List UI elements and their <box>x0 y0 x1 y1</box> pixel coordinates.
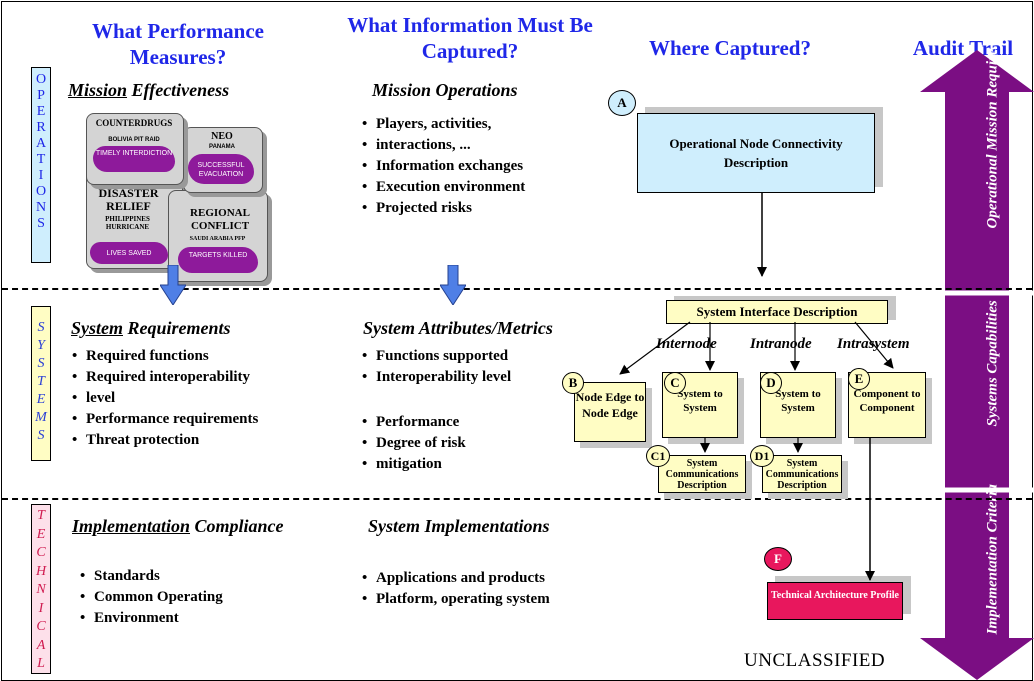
system-implementations-title: System Implementations <box>368 516 550 536</box>
system-attributes-item: mitigation <box>360 454 466 475</box>
mission-operations-list: Players, activities, interactions, ... I… <box>360 114 525 219</box>
neo-sub: PANAMA <box>209 144 235 150</box>
header-information-captured: What Information Must Be Captured? <box>347 13 593 63</box>
node-a-box: Operational Node Connectivity Descriptio… <box>637 113 875 193</box>
system-requirements-item: level <box>70 388 258 409</box>
counterdrugs-sub: BOLIVIA PIT RAID <box>108 137 160 143</box>
regional-result: TARGETS KILLED <box>178 247 258 273</box>
system-attributes-item: Performance <box>360 412 466 433</box>
implementation-compliance-list: Standards Common Operating Environment <box>78 566 223 629</box>
mission-effectiveness-title: Mission Effectiveness <box>68 80 230 100</box>
classification-label: UNCLASSIFIED <box>744 650 886 671</box>
system-implementations-item: Platform, operating system <box>360 589 550 610</box>
mission-operations-title: Mission Operations <box>372 80 518 100</box>
system-attributes-item: Degree of risk <box>360 433 466 454</box>
system-requirements-item: Required functions <box>70 346 258 367</box>
mission-operations-item: Execution environment <box>360 177 525 198</box>
node-c-badge: C <box>664 372 686 394</box>
system-requirements-item: Threat protection <box>70 430 258 451</box>
implementation-compliance-item: Common Operating <box>78 587 223 608</box>
implementation-compliance-item: Environment <box>78 608 223 629</box>
header-audit-trail: Audit Trail <box>912 36 1014 60</box>
disaster-result: LIVES SAVED <box>90 242 168 264</box>
mission-operations-item: Projected risks <box>360 198 525 219</box>
audit-trail-arrow <box>920 50 1034 680</box>
divider-systems-technical <box>2 498 1032 500</box>
system-attributes-list-2: Performance Degree of risk mitigation <box>360 412 466 475</box>
system-requirements-item: Required interoperability <box>70 367 258 388</box>
node-f-badge: F <box>764 547 792 571</box>
system-attributes-item: Functions supported <box>360 346 511 367</box>
regional-title: REGIONAL CONFLICT <box>190 207 250 232</box>
node-a-badge: A <box>608 90 636 116</box>
system-interface-box: System Interface Description <box>666 300 888 324</box>
disaster-sub: PHILIPPINES HURRICANE <box>105 215 150 231</box>
header-performance-measures: What Performance Measures? <box>91 19 265 69</box>
system-requirements-title: System Requirements <box>71 318 231 338</box>
intranode-label: Intranode <box>750 336 812 352</box>
mission-operations-item: Players, activities, <box>360 114 525 135</box>
system-implementations-list: Applications and products Platform, oper… <box>360 568 550 610</box>
node-d1-badge: D1 <box>750 445 774 467</box>
neo-title: NEO <box>211 131 233 142</box>
counterdrugs-title: COUNTERDRUGS <box>95 118 173 128</box>
down-arrow-left <box>160 265 186 305</box>
node-f-box: Technical Architecture Profile <box>767 582 903 620</box>
node-e-badge: E <box>848 368 870 390</box>
node-d1-box: System Communications Description <box>762 455 842 493</box>
regional-sub: SAUDI ARABIA PFP <box>189 236 246 242</box>
system-attributes-list: Functions supported Interoperability lev… <box>360 346 511 388</box>
down-arrow-middle <box>440 265 466 305</box>
mission-operations-item: interactions, ... <box>360 135 525 156</box>
system-requirements-list: Required functions Required interoperabi… <box>70 346 258 451</box>
audit-trail-arrow-shape <box>920 50 1034 680</box>
implementation-compliance-item: Standards <box>78 566 223 587</box>
mission-operations-item: Information exchanges <box>360 156 525 177</box>
neo-result: SUCCESSFUL EVACUATION <box>188 154 254 184</box>
node-c1-badge: C1 <box>646 445 670 467</box>
counterdrugs-result: TIMELY INTERDICTION <box>93 146 175 172</box>
divider-ops-systems <box>2 288 1032 290</box>
system-attributes-item: Interoperability level <box>360 367 511 388</box>
internode-label: Internode <box>656 336 717 352</box>
node-b-badge: B <box>562 372 584 394</box>
system-attributes-title: System Attributes/Metrics <box>363 318 553 338</box>
system-implementations-item: Applications and products <box>360 568 550 589</box>
disaster-title: DISASTER RELIEF <box>98 186 159 213</box>
node-d-badge: D <box>760 372 782 394</box>
implementation-compliance-title: Implementation Compliance <box>72 516 284 536</box>
node-b-box: Node Edge to Node Edge <box>574 382 646 442</box>
node-c1-box: System Communications Description <box>658 455 746 493</box>
header-where-captured: Where Captured? <box>649 36 811 60</box>
system-requirements-item: Performance requirements <box>70 409 258 430</box>
